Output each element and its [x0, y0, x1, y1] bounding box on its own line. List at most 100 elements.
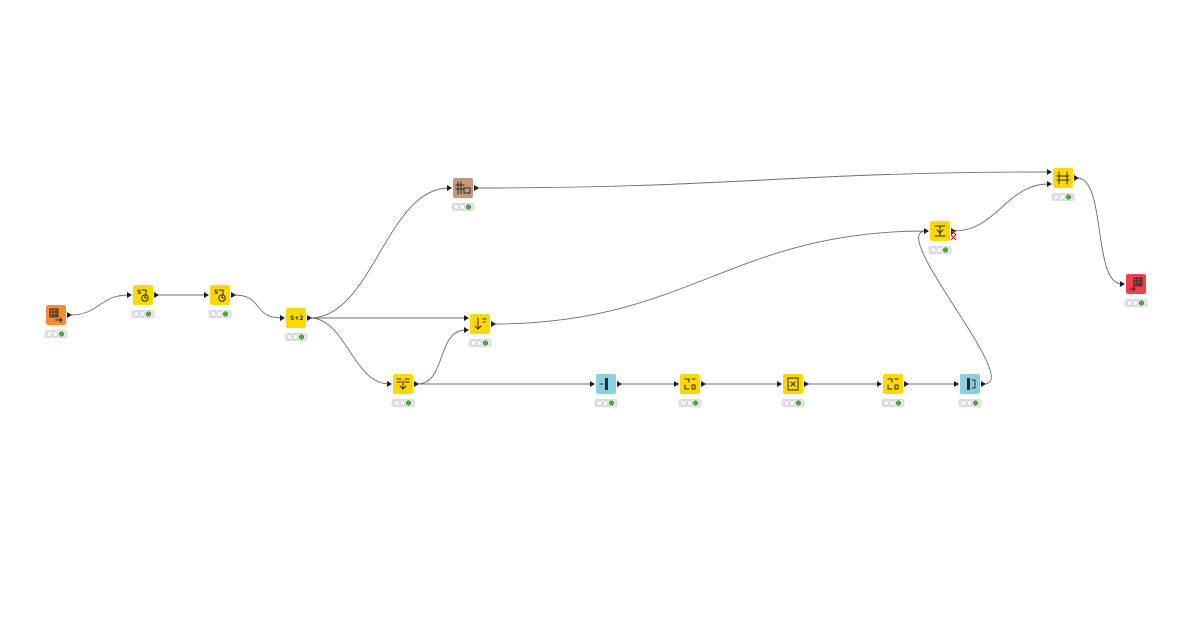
connection-n7-n6[interactable] [416, 329, 467, 385]
input-port[interactable] [204, 292, 209, 298]
input-port[interactable] [924, 228, 929, 234]
status-light-green [942, 247, 949, 253]
output-port[interactable] [414, 381, 419, 387]
output-port[interactable] [491, 321, 496, 327]
input-port[interactable] [1120, 281, 1125, 287]
input-port[interactable] [387, 381, 392, 387]
status-light-yellow [459, 204, 466, 210]
node-status-lights [451, 203, 475, 211]
status-light-green [895, 400, 902, 406]
node-n1[interactable] [44, 305, 72, 338]
output-port[interactable] [154, 292, 159, 298]
connection-n13-n14[interactable] [953, 183, 1050, 232]
loop-end-icon [967, 378, 976, 390]
node-status-lights [678, 399, 702, 407]
status-light-green [222, 311, 229, 317]
status-light-yellow [139, 311, 146, 317]
output-port[interactable] [67, 312, 72, 318]
node-status-lights [1051, 193, 1075, 201]
input-port[interactable] [280, 315, 285, 321]
status-light-yellow [602, 400, 609, 406]
status-light-red [596, 400, 603, 406]
output-port[interactable] [1074, 175, 1079, 181]
output-port[interactable] [981, 381, 986, 387]
connection-n5-n14[interactable] [476, 171, 1050, 189]
node-n13[interactable] [924, 221, 957, 254]
node-body[interactable] [680, 374, 700, 394]
node-status-lights [391, 399, 415, 407]
string-manipulation-icon: S+2 [290, 315, 304, 322]
row-filter-icon [396, 378, 410, 390]
status-light-green [465, 204, 472, 210]
output-port[interactable] [904, 381, 909, 387]
node-status-lights [958, 399, 982, 407]
input-port[interactable] [464, 315, 469, 321]
node-body[interactable] [883, 374, 903, 394]
status-light-yellow [476, 340, 483, 346]
node-n3[interactable]: S [204, 285, 236, 318]
node-n2[interactable]: S [127, 285, 159, 318]
connection-n12-n13[interactable] [918, 230, 992, 385]
lag-column-icon [887, 378, 899, 390]
svg-text:S: S [214, 289, 218, 296]
math-formula-icon [787, 377, 799, 391]
status-light-red [470, 340, 477, 346]
node-n5[interactable] [447, 178, 479, 211]
node-n14[interactable] [1047, 168, 1079, 201]
output-port[interactable] [701, 381, 706, 387]
input-port[interactable] [1047, 181, 1052, 187]
output-port[interactable] [231, 292, 236, 298]
input-port[interactable] [877, 381, 882, 387]
input-port[interactable] [447, 185, 452, 191]
status-light-red [680, 400, 687, 406]
string-to-datetime-icon: S [137, 289, 149, 302]
output-port[interactable] [307, 315, 312, 321]
status-light-yellow [1132, 300, 1139, 306]
status-light-green [405, 400, 412, 406]
status-light-yellow [216, 311, 223, 317]
input-port[interactable] [127, 292, 132, 298]
output-port[interactable] [474, 185, 479, 191]
connection-n6-n13[interactable] [493, 230, 927, 325]
connection-n3-n4[interactable] [233, 294, 283, 319]
input-port[interactable] [590, 381, 595, 387]
connection-n4-n5[interactable] [309, 187, 450, 319]
node-n10[interactable] [777, 374, 809, 407]
input-port[interactable] [464, 327, 469, 333]
node-status-lights [781, 399, 805, 407]
input-port[interactable] [1047, 169, 1052, 175]
node-status-lights [208, 310, 232, 318]
node-status-lights [44, 330, 68, 338]
status-light-green [1138, 300, 1145, 306]
node-n7[interactable] [387, 374, 419, 407]
status-light-red [393, 400, 400, 406]
input-port[interactable] [954, 381, 959, 387]
connection-layer [69, 171, 1123, 385]
input-port[interactable] [777, 381, 782, 387]
output-port[interactable] [617, 381, 622, 387]
connection-n14-n15[interactable] [1076, 177, 1123, 285]
node-n11[interactable] [877, 374, 909, 407]
status-light-red [210, 311, 217, 317]
connection-n1-n2[interactable] [69, 294, 130, 316]
node-n12[interactable] [954, 374, 986, 407]
status-light-green [58, 331, 65, 337]
output-port[interactable] [804, 381, 809, 387]
node-n15[interactable] [1120, 274, 1148, 307]
status-light-red [1126, 300, 1133, 306]
node-n9[interactable] [674, 374, 706, 407]
node-body[interactable] [470, 314, 490, 334]
status-light-green [1065, 194, 1072, 200]
inactive-port-icon [950, 234, 957, 241]
node-body[interactable] [1053, 168, 1073, 188]
node-n4[interactable]: S+2 [280, 308, 312, 341]
node-status-lights [131, 310, 155, 318]
input-port[interactable] [674, 381, 679, 387]
connection-n4-n7[interactable] [309, 317, 390, 385]
node-n8[interactable] [590, 374, 622, 407]
node-body[interactable] [286, 308, 306, 328]
output-port[interactable] [951, 228, 956, 234]
node-n6[interactable] [464, 314, 496, 347]
status-light-yellow [1059, 194, 1066, 200]
